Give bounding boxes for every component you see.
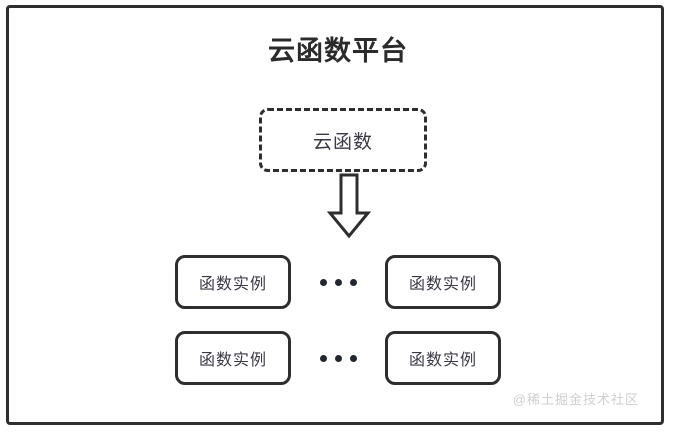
instance-row-1: 函数实例 函数实例 [9,255,667,309]
function-instance-box: 函数实例 [385,331,501,385]
ellipsis-separator [291,255,385,309]
function-instance-box: 函数实例 [385,255,501,309]
ellipsis-dot [319,278,327,286]
function-instance-label: 函数实例 [408,352,477,369]
ellipsis-dot [349,354,357,362]
instance-row-2: 函数实例 函数实例 [9,331,667,385]
ellipsis-separator [291,331,385,385]
function-instance-box: 函数实例 [175,331,291,385]
cloud-function-platform-container: 云函数平台 云函数 函数实例 函数实例 函数实例 [6,5,664,425]
cloud-function-node: 云函数 [259,108,427,172]
watermark: @稀土掘金技术社区 [512,392,639,407]
function-instance-box: 函数实例 [175,255,291,309]
page-title: 云函数平台 [268,36,408,66]
ellipsis-dot [319,354,327,362]
function-instance-label: 函数实例 [408,276,477,293]
cloud-function-label: 云函数 [312,131,373,153]
ellipsis-dot [334,278,342,286]
ellipsis-dot [334,354,342,362]
down-arrow-icon [324,173,374,239]
function-instance-label: 函数实例 [198,352,267,369]
function-instance-label: 函数实例 [198,276,267,293]
ellipsis-dot [349,278,357,286]
